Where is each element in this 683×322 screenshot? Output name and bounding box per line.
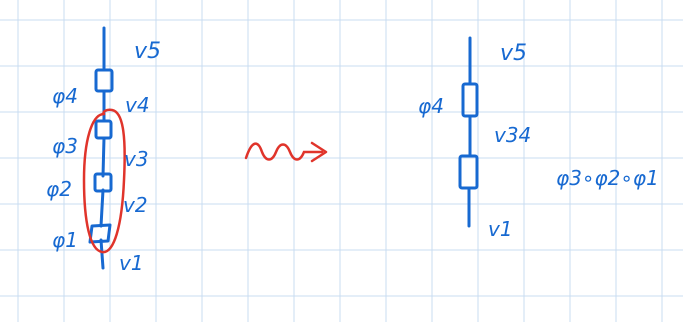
label-left-v4: v4 xyxy=(125,93,150,117)
label-left-v3: v3 xyxy=(124,147,149,171)
right-stem-line xyxy=(467,36,472,228)
squiggly-arrow xyxy=(244,141,328,163)
red-enclosing-loop xyxy=(82,108,126,254)
box-phi4 xyxy=(94,68,114,93)
arrowhead xyxy=(310,141,328,163)
box-right-composite xyxy=(458,154,479,190)
box-right-phi4 xyxy=(461,82,479,118)
label-left-v1: v1 xyxy=(119,251,144,275)
label-left-phi2: φ2 xyxy=(46,177,72,201)
label-left-phi1: φ1 xyxy=(52,228,78,252)
label-right-v34: v34 xyxy=(494,123,531,147)
composition-label: φ3∘φ2∘φ1 xyxy=(556,166,659,190)
right-chain-diagram: v5 v34 v1 φ4 φ3∘φ2∘φ1 xyxy=(418,36,659,241)
left-stem-line xyxy=(99,26,106,270)
label-left-phi4: φ4 xyxy=(52,84,78,108)
label-left-v5: v5 xyxy=(134,39,161,64)
label-right-phi4: φ4 xyxy=(418,94,444,118)
box-phi2 xyxy=(93,172,113,193)
label-left-v2: v2 xyxy=(123,193,148,217)
label-right-v1: v1 xyxy=(488,217,513,241)
left-chain-diagram: v5 v4 v3 v2 v1 φ4 φ3 φ2 φ1 xyxy=(46,26,161,275)
squiggle-line xyxy=(244,142,324,161)
label-left-phi3: φ3 xyxy=(52,134,78,158)
label-right-v5: v5 xyxy=(500,41,527,66)
box-phi3 xyxy=(94,119,113,140)
